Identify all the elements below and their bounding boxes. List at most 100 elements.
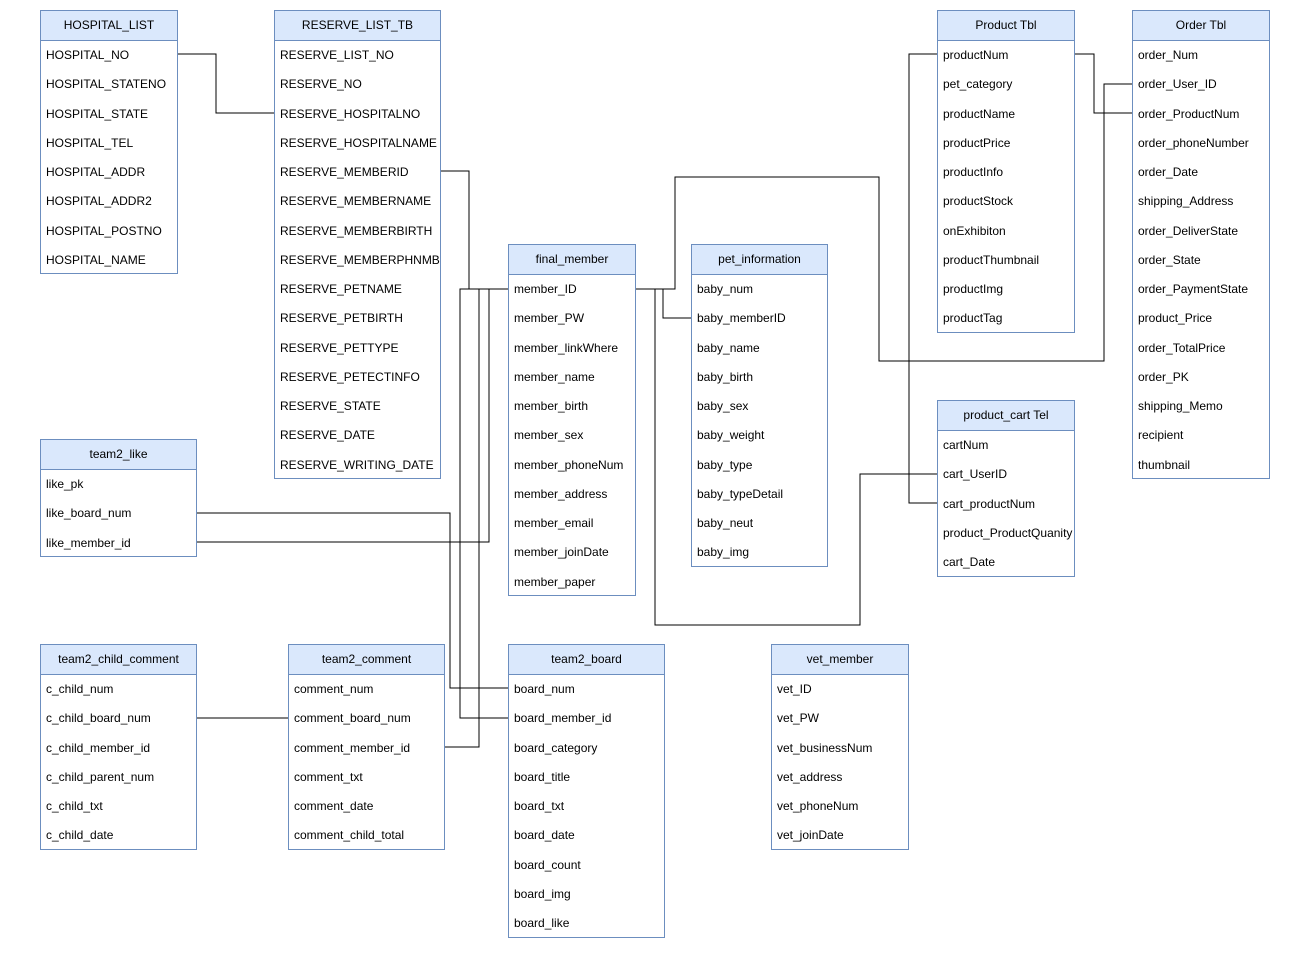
table-field[interactable]: member_linkWhere [514, 340, 619, 355]
table-field[interactable]: cart_productNum [943, 496, 1036, 511]
table-field[interactable]: pet_category [943, 77, 1013, 92]
table-field[interactable]: vet_PW [777, 711, 820, 726]
table-field[interactable]: onExhibiton [943, 223, 1006, 238]
table-field[interactable]: RESERVE_MEMBERNAME [280, 194, 432, 209]
table-field[interactable]: c_child_date [46, 828, 114, 843]
table-field[interactable]: like_member_id [46, 535, 131, 550]
table-field[interactable]: baby_img [697, 545, 750, 560]
table-field[interactable]: product_ProductQuanity [943, 525, 1073, 540]
table-field[interactable]: baby_name [697, 340, 760, 355]
table-field[interactable]: member_birth [514, 399, 589, 413]
table-field[interactable]: RESERVE_PETTYPE [280, 340, 399, 355]
table-field[interactable]: board_title [514, 769, 571, 784]
table-field[interactable]: RESERVE_DATE [280, 428, 375, 443]
table-field[interactable]: member_joinDate [514, 545, 609, 560]
table-field[interactable]: productPrice [943, 135, 1011, 150]
table-field[interactable]: baby_memberID [697, 311, 786, 326]
table-field[interactable]: comment_txt [294, 769, 363, 784]
table-field[interactable]: cartNum [943, 438, 989, 452]
table-field[interactable]: RESERVE_MEMBERID [280, 165, 409, 179]
table-field[interactable]: baby_weight [697, 428, 765, 443]
table-field[interactable]: HOSPITAL_NAME [46, 252, 146, 267]
table-field[interactable]: baby_typeDetail [697, 486, 784, 501]
table-field[interactable]: comment_num [294, 682, 374, 696]
table-field[interactable]: HOSPITAL_TEL [46, 135, 134, 150]
table-field[interactable]: like_pk [46, 477, 84, 491]
table-field[interactable]: RESERVE_STATE [280, 399, 381, 413]
table-field[interactable]: productTag [943, 311, 1003, 326]
table-field[interactable]: vet_phoneNum [777, 799, 859, 813]
table-field[interactable]: order_PK [1138, 369, 1189, 384]
table-field[interactable]: c_child_member_id [46, 740, 151, 755]
table-field[interactable]: recipient [1138, 428, 1184, 443]
table-field[interactable]: HOSPITAL_POSTNO [46, 223, 162, 238]
table-field[interactable]: vet_ID [777, 682, 812, 696]
table-field[interactable]: productStock [943, 194, 1014, 209]
table-field[interactable]: vet_address [777, 769, 843, 784]
table-field[interactable]: productInfo [943, 165, 1004, 179]
table-field[interactable]: RESERVE_MEMBERBIRTH [280, 223, 433, 238]
table-field[interactable]: member_sex [514, 428, 584, 443]
table-field[interactable]: order_User_ID [1138, 77, 1217, 92]
table-field[interactable]: baby_sex [697, 399, 749, 413]
table-field[interactable]: baby_num [697, 282, 754, 296]
table-field[interactable]: HOSPITAL_STATE [46, 106, 149, 121]
table-field[interactable]: member_address [514, 486, 608, 501]
table-field[interactable]: HOSPITAL_ADDR2 [46, 194, 152, 209]
table-field[interactable]: shipping_Address [1138, 194, 1234, 209]
table-field[interactable]: board_date [514, 828, 575, 843]
table-field[interactable]: productNum [943, 48, 1009, 62]
table-field[interactable]: board_num [514, 682, 575, 696]
table-field[interactable]: baby_birth [697, 369, 754, 384]
table-field[interactable]: order_Num [1138, 48, 1199, 62]
table-field[interactable]: vet_joinDate [777, 828, 844, 843]
table-field[interactable]: comment_member_id [294, 740, 411, 755]
table-field[interactable]: member_name [514, 369, 595, 384]
table-field[interactable]: member_email [514, 516, 594, 530]
table-field[interactable]: HOSPITAL_NO [46, 48, 130, 62]
table-field[interactable]: member_ID [514, 282, 577, 296]
table-field[interactable]: order_phoneNumber [1138, 135, 1249, 150]
table-field[interactable]: member_paper [514, 574, 596, 589]
table-field[interactable]: RESERVE_LIST_NO [280, 48, 394, 62]
table-field[interactable]: RESERVE_PETBIRTH [280, 311, 403, 326]
table-field[interactable]: order_Date [1138, 165, 1199, 179]
table-field[interactable]: productImg [943, 282, 1004, 296]
table-field[interactable]: order_TotalPrice [1138, 340, 1226, 355]
table-field[interactable]: board_category [514, 740, 598, 755]
table-field[interactable]: c_child_board_num [46, 711, 151, 726]
table-field[interactable]: order_PaymentState [1138, 282, 1249, 296]
table-field[interactable]: baby_neut [697, 516, 754, 530]
table-field[interactable]: thumbnail [1138, 457, 1191, 472]
table-field[interactable]: c_child_num [46, 682, 114, 696]
table-field[interactable]: board_member_id [514, 711, 612, 726]
table-field[interactable]: c_child_txt [46, 799, 103, 813]
table-field[interactable]: cart_Date [943, 555, 996, 569]
table-field[interactable]: order_DeliverState [1138, 223, 1239, 238]
table-field[interactable]: comment_board_num [294, 711, 411, 726]
table-field[interactable]: shipping_Memo [1138, 399, 1223, 413]
table-field[interactable]: product_Price [1138, 311, 1213, 326]
table-field[interactable]: RESERVE_HOSPITALNO [280, 106, 421, 121]
table-field[interactable]: board_txt [514, 799, 565, 813]
table-field[interactable]: c_child_parent_num [46, 769, 155, 784]
table-field[interactable]: baby_type [697, 457, 753, 472]
table-field[interactable]: board_img [514, 886, 571, 901]
table-field[interactable]: order_State [1138, 252, 1201, 267]
table-field[interactable]: member_PW [514, 311, 585, 326]
table-field[interactable]: RESERVE_PETECTINFO [280, 369, 420, 384]
table-field[interactable]: RESERVE_MEMBERPHNMB [280, 252, 440, 267]
table-field[interactable]: RESERVE_WRITING_DATE [280, 457, 434, 472]
table-field[interactable]: comment_child_total [294, 828, 405, 843]
